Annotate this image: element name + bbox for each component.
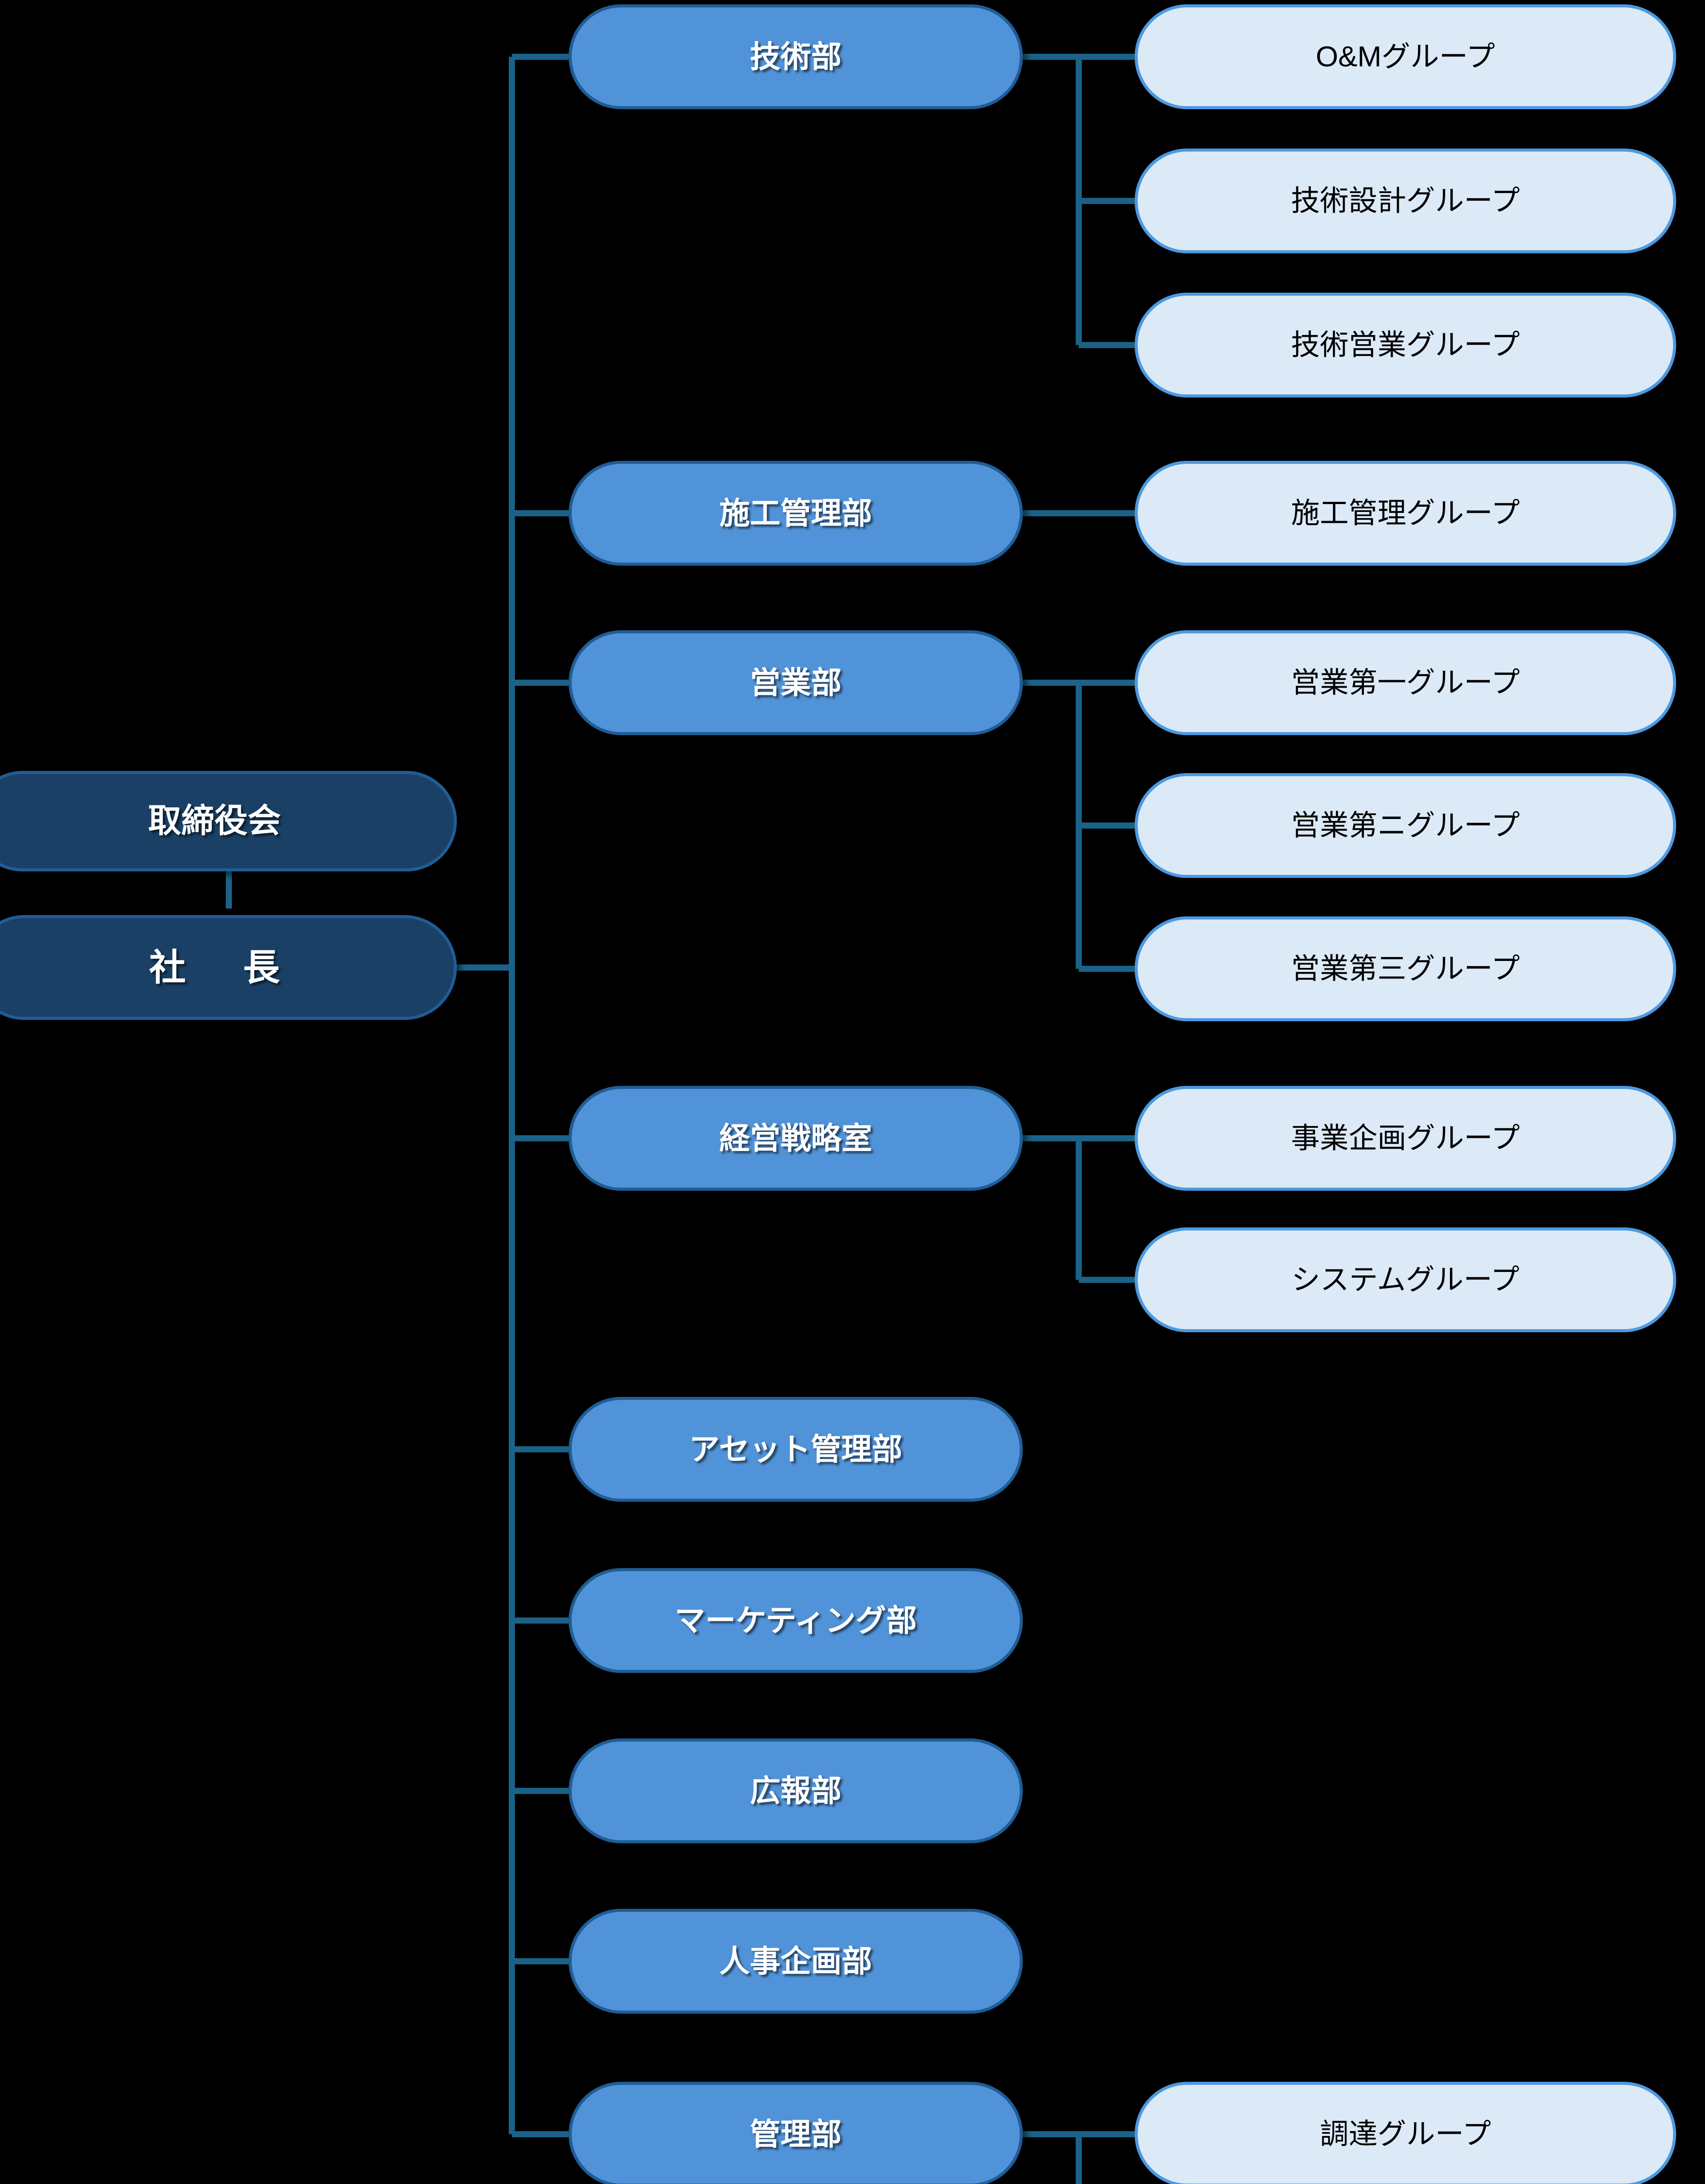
node-board-label: 取締役会	[148, 802, 281, 840]
node-group-procurement-group-label: 調達グループ	[1319, 2118, 1491, 2150]
node-group-engineering-design-group-label: 技術設計グループ	[1291, 184, 1520, 217]
node-group-construction-management-group-label: 施工管理グループ	[1291, 497, 1520, 529]
node-dept-corporate-strategy-label: 経営戦略室	[719, 1121, 872, 1155]
node-group-procurement-group[interactable]: 調達グループ	[1135, 2082, 1676, 2184]
node-dept-marketing-label: マーケティング部	[674, 1603, 917, 1638]
node-group-sales-group-3[interactable]: 営業第三グループ	[1135, 916, 1676, 1021]
node-dept-corporate-strategy[interactable]: 経営戦略室	[569, 1086, 1023, 1191]
node-dept-engineering[interactable]: 技術部	[569, 4, 1023, 109]
node-group-sales-group-1[interactable]: 営業第一グループ	[1135, 630, 1676, 735]
node-group-technical-sales-group[interactable]: 技術営業グループ	[1135, 293, 1676, 397]
node-dept-administration-label: 管理部	[750, 2117, 842, 2151]
node-group-engineering-design-group[interactable]: 技術設計グループ	[1135, 149, 1676, 253]
node-dept-hr-planning[interactable]: 人事企画部	[569, 1909, 1023, 2014]
node-dept-public-relations-label: 広報部	[750, 1773, 842, 1808]
node-group-sales-group-2-label: 営業第ニグループ	[1291, 809, 1520, 842]
node-group-sales-group-2[interactable]: 営業第ニグループ	[1135, 773, 1676, 878]
node-group-system-group[interactable]: システムグループ	[1135, 1227, 1676, 1332]
node-dept-hr-planning-label: 人事企画部	[719, 1944, 872, 1978]
node-group-om-group[interactable]: O&Mグループ	[1135, 4, 1676, 109]
node-dept-public-relations[interactable]: 広報部	[569, 1738, 1023, 1843]
node-board[interactable]: 取締役会	[0, 771, 457, 871]
node-group-business-planning-group-label: 事業企画グループ	[1291, 1122, 1520, 1154]
node-dept-administration[interactable]: 管理部	[569, 2082, 1023, 2184]
node-group-system-group-label: システムグループ	[1291, 1263, 1520, 1296]
node-dept-construction-management[interactable]: 施工管理部	[569, 461, 1023, 566]
node-president-label: 社 長	[149, 947, 290, 988]
node-group-sales-group-1-label: 営業第一グループ	[1291, 666, 1520, 699]
node-group-business-planning-group[interactable]: 事業企画グループ	[1135, 1086, 1676, 1191]
node-dept-asset-management[interactable]: アセット管理部	[569, 1397, 1023, 1502]
node-group-construction-management-group[interactable]: 施工管理グループ	[1135, 461, 1676, 566]
node-dept-construction-management-label: 施工管理部	[719, 496, 872, 530]
node-group-sales-group-3-label: 営業第三グループ	[1291, 952, 1520, 985]
node-group-om-group-label: O&Mグループ	[1315, 40, 1495, 73]
node-dept-sales[interactable]: 営業部	[569, 630, 1023, 735]
node-dept-asset-management-label: アセット管理部	[689, 1432, 903, 1466]
node-dept-marketing[interactable]: マーケティング部	[569, 1568, 1023, 1673]
node-dept-engineering-label: 技術部	[750, 39, 842, 74]
node-president[interactable]: 社 長	[0, 915, 457, 1020]
node-group-technical-sales-group-label: 技術営業グループ	[1291, 328, 1520, 361]
node-dept-sales-label: 営業部	[750, 665, 842, 700]
